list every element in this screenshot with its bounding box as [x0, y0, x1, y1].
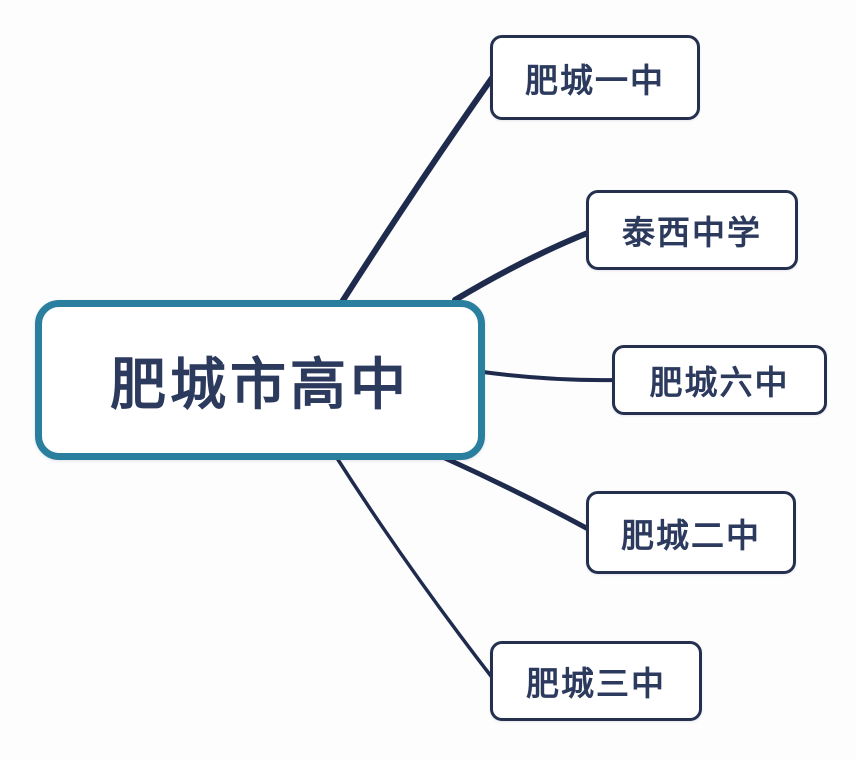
branch-label: 肥城六中: [649, 364, 790, 401]
connector-line-bottom: [333, 453, 496, 682]
connector-line-middle: [481, 370, 618, 383]
branch-node-feicheng-no2[interactable]: 肥城二中: [586, 491, 796, 574]
branch-node-feicheng-no3[interactable]: 肥城三中: [490, 641, 702, 721]
branch-label: 肥城二中: [621, 516, 761, 554]
connector-line-upper: [452, 229, 593, 303]
connector-line-top: [337, 75, 495, 308]
root-node[interactable]: 肥城市高中: [35, 300, 485, 460]
branch-node-feicheng-no1[interactable]: 肥城一中: [490, 35, 700, 120]
branch-label: 泰西中学: [622, 214, 762, 251]
branch-node-taixi[interactable]: 泰西中学: [586, 190, 798, 270]
branch-label: 肥城三中: [526, 665, 666, 702]
branch-label: 肥城一中: [525, 61, 665, 99]
connector-line-lower: [442, 455, 593, 533]
root-label: 肥城市高中: [110, 352, 410, 416]
branch-node-feicheng-no6[interactable]: 肥城六中: [612, 345, 827, 415]
